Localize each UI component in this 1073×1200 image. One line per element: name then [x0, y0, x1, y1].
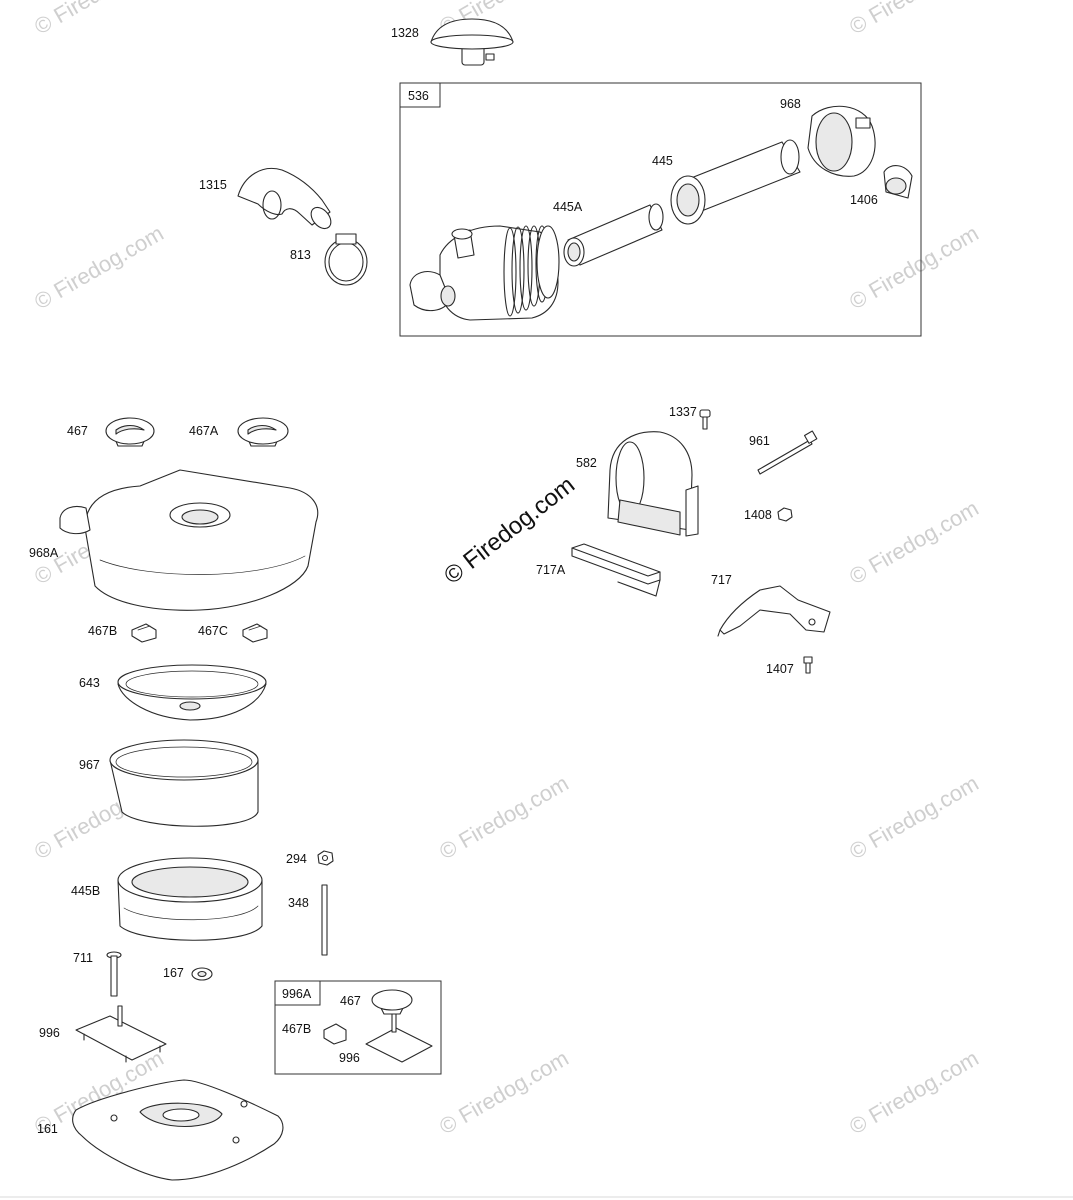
stud-rod-348 — [321, 884, 328, 956]
pre-cleaner-967 — [109, 739, 259, 827]
label-968: 968 — [780, 97, 801, 111]
kit-box-996A — [274, 980, 442, 1075]
label-467C: 467C — [198, 624, 228, 638]
clip-467B — [131, 623, 157, 643]
watermark-4: © Firedog.com — [30, 220, 168, 314]
clip-467C — [242, 623, 268, 643]
label-536: 536 — [408, 89, 429, 103]
air-cleaner-housing — [409, 225, 560, 321]
watermark-3: © Firedog.com — [845, 0, 983, 39]
label-996A: 996A — [282, 987, 312, 1001]
label-717A: 717A — [536, 563, 566, 577]
watermark-9: © Firedog.com — [435, 770, 573, 864]
stud-1407 — [803, 656, 813, 674]
label-711: 711 — [73, 951, 93, 965]
bolt-711 — [106, 951, 122, 997]
cover-968A — [59, 469, 319, 611]
watermark-1: © Firedog.com — [30, 0, 168, 39]
watermark-7: © Firedog.com — [845, 495, 983, 589]
inner-filter-445A — [563, 203, 664, 267]
watermark-5: © Firedog.com — [845, 220, 983, 314]
watermark-10: © Firedog.com — [845, 770, 983, 864]
label-967: 967 — [79, 758, 100, 772]
base-tray-643 — [117, 664, 267, 721]
watermark-12: © Firedog.com — [435, 1045, 573, 1139]
kit-bracket-996 — [365, 1013, 433, 1063]
label-348: 348 — [288, 896, 309, 910]
assembly-box-536 — [399, 82, 922, 337]
label-445B: 445B — [71, 884, 100, 898]
elbow-hose-1315 — [237, 168, 332, 230]
kit-knob-467 — [371, 989, 413, 1015]
label-167: 167 — [163, 966, 184, 980]
label-1337: 1337 — [669, 405, 697, 419]
label-161: 161 — [37, 1122, 58, 1136]
label-467: 467 — [67, 424, 88, 438]
label-467A: 467A — [189, 424, 219, 438]
part-labels: 1328 1315 813 445A 445 968 1406 467 467A… — [29, 26, 878, 1136]
label-294: 294 — [286, 852, 307, 866]
knob-467A — [237, 417, 289, 447]
cap-1328 — [430, 18, 514, 66]
knob-467 — [105, 417, 155, 447]
label-445A: 445A — [553, 200, 583, 214]
label-1406: 1406 — [850, 193, 878, 207]
label-961: 961 — [749, 434, 770, 448]
label-445: 445 — [652, 154, 673, 168]
label-582: 582 — [576, 456, 597, 470]
bolt-961 — [757, 430, 818, 475]
bracket-717 — [717, 585, 831, 637]
hose-clamp-813 — [324, 233, 368, 286]
label-717: 717 — [711, 573, 732, 587]
label-467B: 467B — [88, 624, 117, 638]
watermark-13: © Firedog.com — [845, 1045, 983, 1139]
label-813: 813 — [290, 248, 311, 262]
label-1408: 1408 — [744, 508, 772, 522]
label-kit-996: 996 — [339, 1051, 360, 1065]
label-kit-467: 467 — [340, 994, 361, 1008]
filter-445B — [117, 857, 263, 941]
dust-valve-1406 — [883, 165, 913, 199]
nut-1408 — [777, 507, 793, 522]
screw-1337 — [699, 409, 711, 430]
label-kit-467B: 467B — [282, 1022, 311, 1036]
label-1315: 1315 — [199, 178, 227, 192]
label-1328: 1328 — [391, 26, 419, 40]
washer-167 — [191, 967, 213, 981]
label-1407: 1407 — [766, 662, 794, 676]
primary-filter-445 — [670, 139, 801, 225]
bracket-996 — [75, 1005, 167, 1063]
label-968A: 968A — [29, 546, 59, 560]
kit-clip-467B — [323, 1023, 347, 1045]
mounting-bracket-582 — [607, 431, 699, 537]
strap-717A — [571, 543, 661, 597]
label-643: 643 — [79, 676, 100, 690]
assembly-box-536-tag — [399, 82, 441, 108]
label-996: 996 — [39, 1026, 60, 1040]
nut-294 — [317, 850, 334, 866]
base-plate-161 — [72, 1079, 284, 1181]
end-cover-968 — [807, 105, 876, 177]
kit-box-996A-tag — [274, 980, 321, 1006]
